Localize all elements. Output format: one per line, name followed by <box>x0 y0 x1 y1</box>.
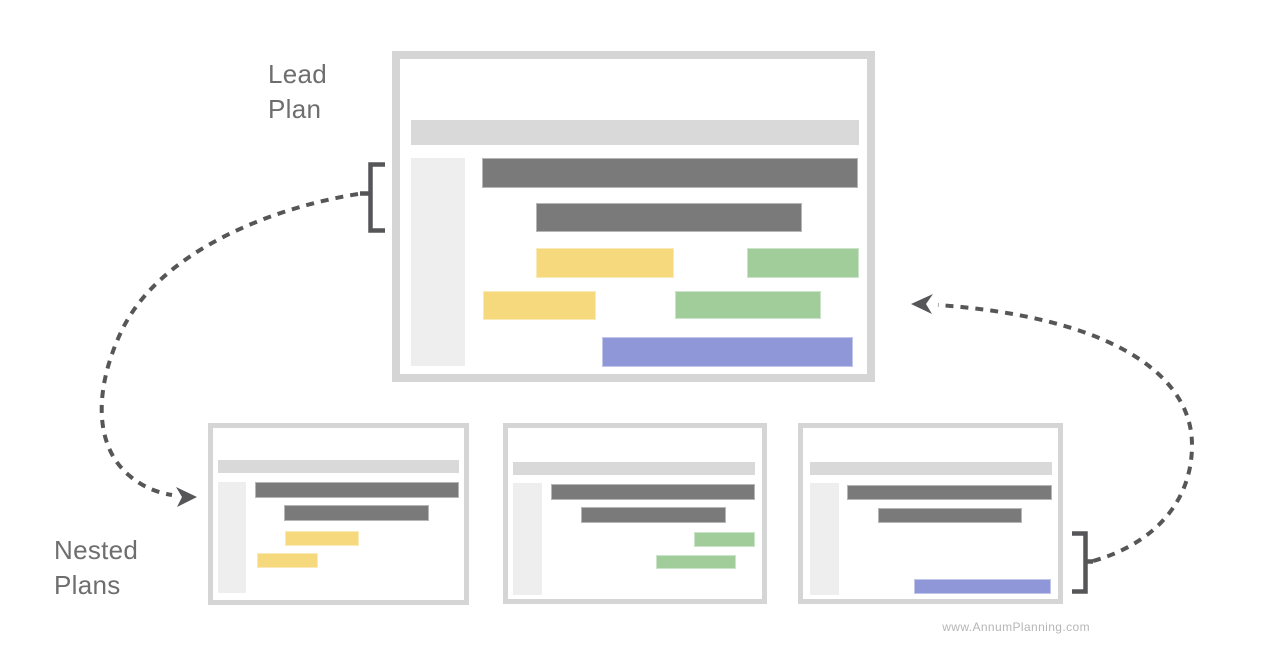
nested-plans-label-line1: Nested <box>54 535 139 565</box>
nested-plan-1-sidebar <box>218 482 246 593</box>
nested-plan-2 <box>503 423 767 604</box>
nested-plan-1-header-bar <box>218 460 459 473</box>
nested-plan-1-bar-2-dark <box>284 505 429 521</box>
nested-plan-3 <box>798 423 1063 604</box>
nested-plan-1 <box>208 423 469 605</box>
nested-plan-2-header-bar <box>513 462 755 475</box>
lead-plan-header-bar <box>411 120 859 145</box>
nested-plan-2-bar-4-green <box>656 555 736 569</box>
nested-plan-2-bar-1-dark <box>551 484 755 500</box>
nested-plan-2-sidebar <box>513 483 542 595</box>
nested-plan-1-bar-3-yellow <box>285 531 359 546</box>
watermark: www.AnnumPlanning.com <box>942 620 1090 634</box>
lead-plan-label: Lead Plan <box>268 57 327 127</box>
lead-plan <box>392 51 875 382</box>
nested-plan-3-header-bar <box>810 462 1052 475</box>
nested-plan-2-bar-2-dark <box>581 507 726 523</box>
nested-plan-3-bar-2-dark <box>878 508 1022 523</box>
lead-plan-bar-4-green <box>747 248 859 278</box>
nested-plan-3-bar-3-purple <box>914 579 1051 594</box>
nested-plans-label: Nested Plans <box>54 533 138 603</box>
nested-plan-1-bar-4-yellow <box>257 553 318 568</box>
nested-to-lead-arrowhead-icon <box>911 294 933 314</box>
lead-plan-bar-3-yellow <box>536 248 674 278</box>
nested-rows-bracket <box>1072 531 1093 594</box>
lead-plan-bar-6-green <box>675 291 821 319</box>
lead-plan-label-line2: Plan <box>268 94 322 124</box>
lead-plan-bar-7-purple <box>602 337 853 367</box>
nested-plan-3-bar-1-dark <box>847 485 1052 500</box>
lead-plan-bar-5-yellow <box>483 291 596 320</box>
nested-plans-label-line2: Plans <box>54 570 121 600</box>
lead-plan-bar-1-dark <box>482 158 858 188</box>
lead-to-nested-arrowhead-icon <box>176 487 197 507</box>
lead-plan-bar-2-dark <box>536 203 802 232</box>
nested-plan-1-bar-1-dark <box>255 482 459 498</box>
lead-rows-bracket <box>360 162 385 233</box>
lead-plan-sidebar <box>411 158 465 366</box>
lead-plan-label-line1: Lead <box>268 59 328 89</box>
nested-plan-2-bar-3-green <box>694 532 755 547</box>
nested-plan-3-sidebar <box>810 483 839 595</box>
